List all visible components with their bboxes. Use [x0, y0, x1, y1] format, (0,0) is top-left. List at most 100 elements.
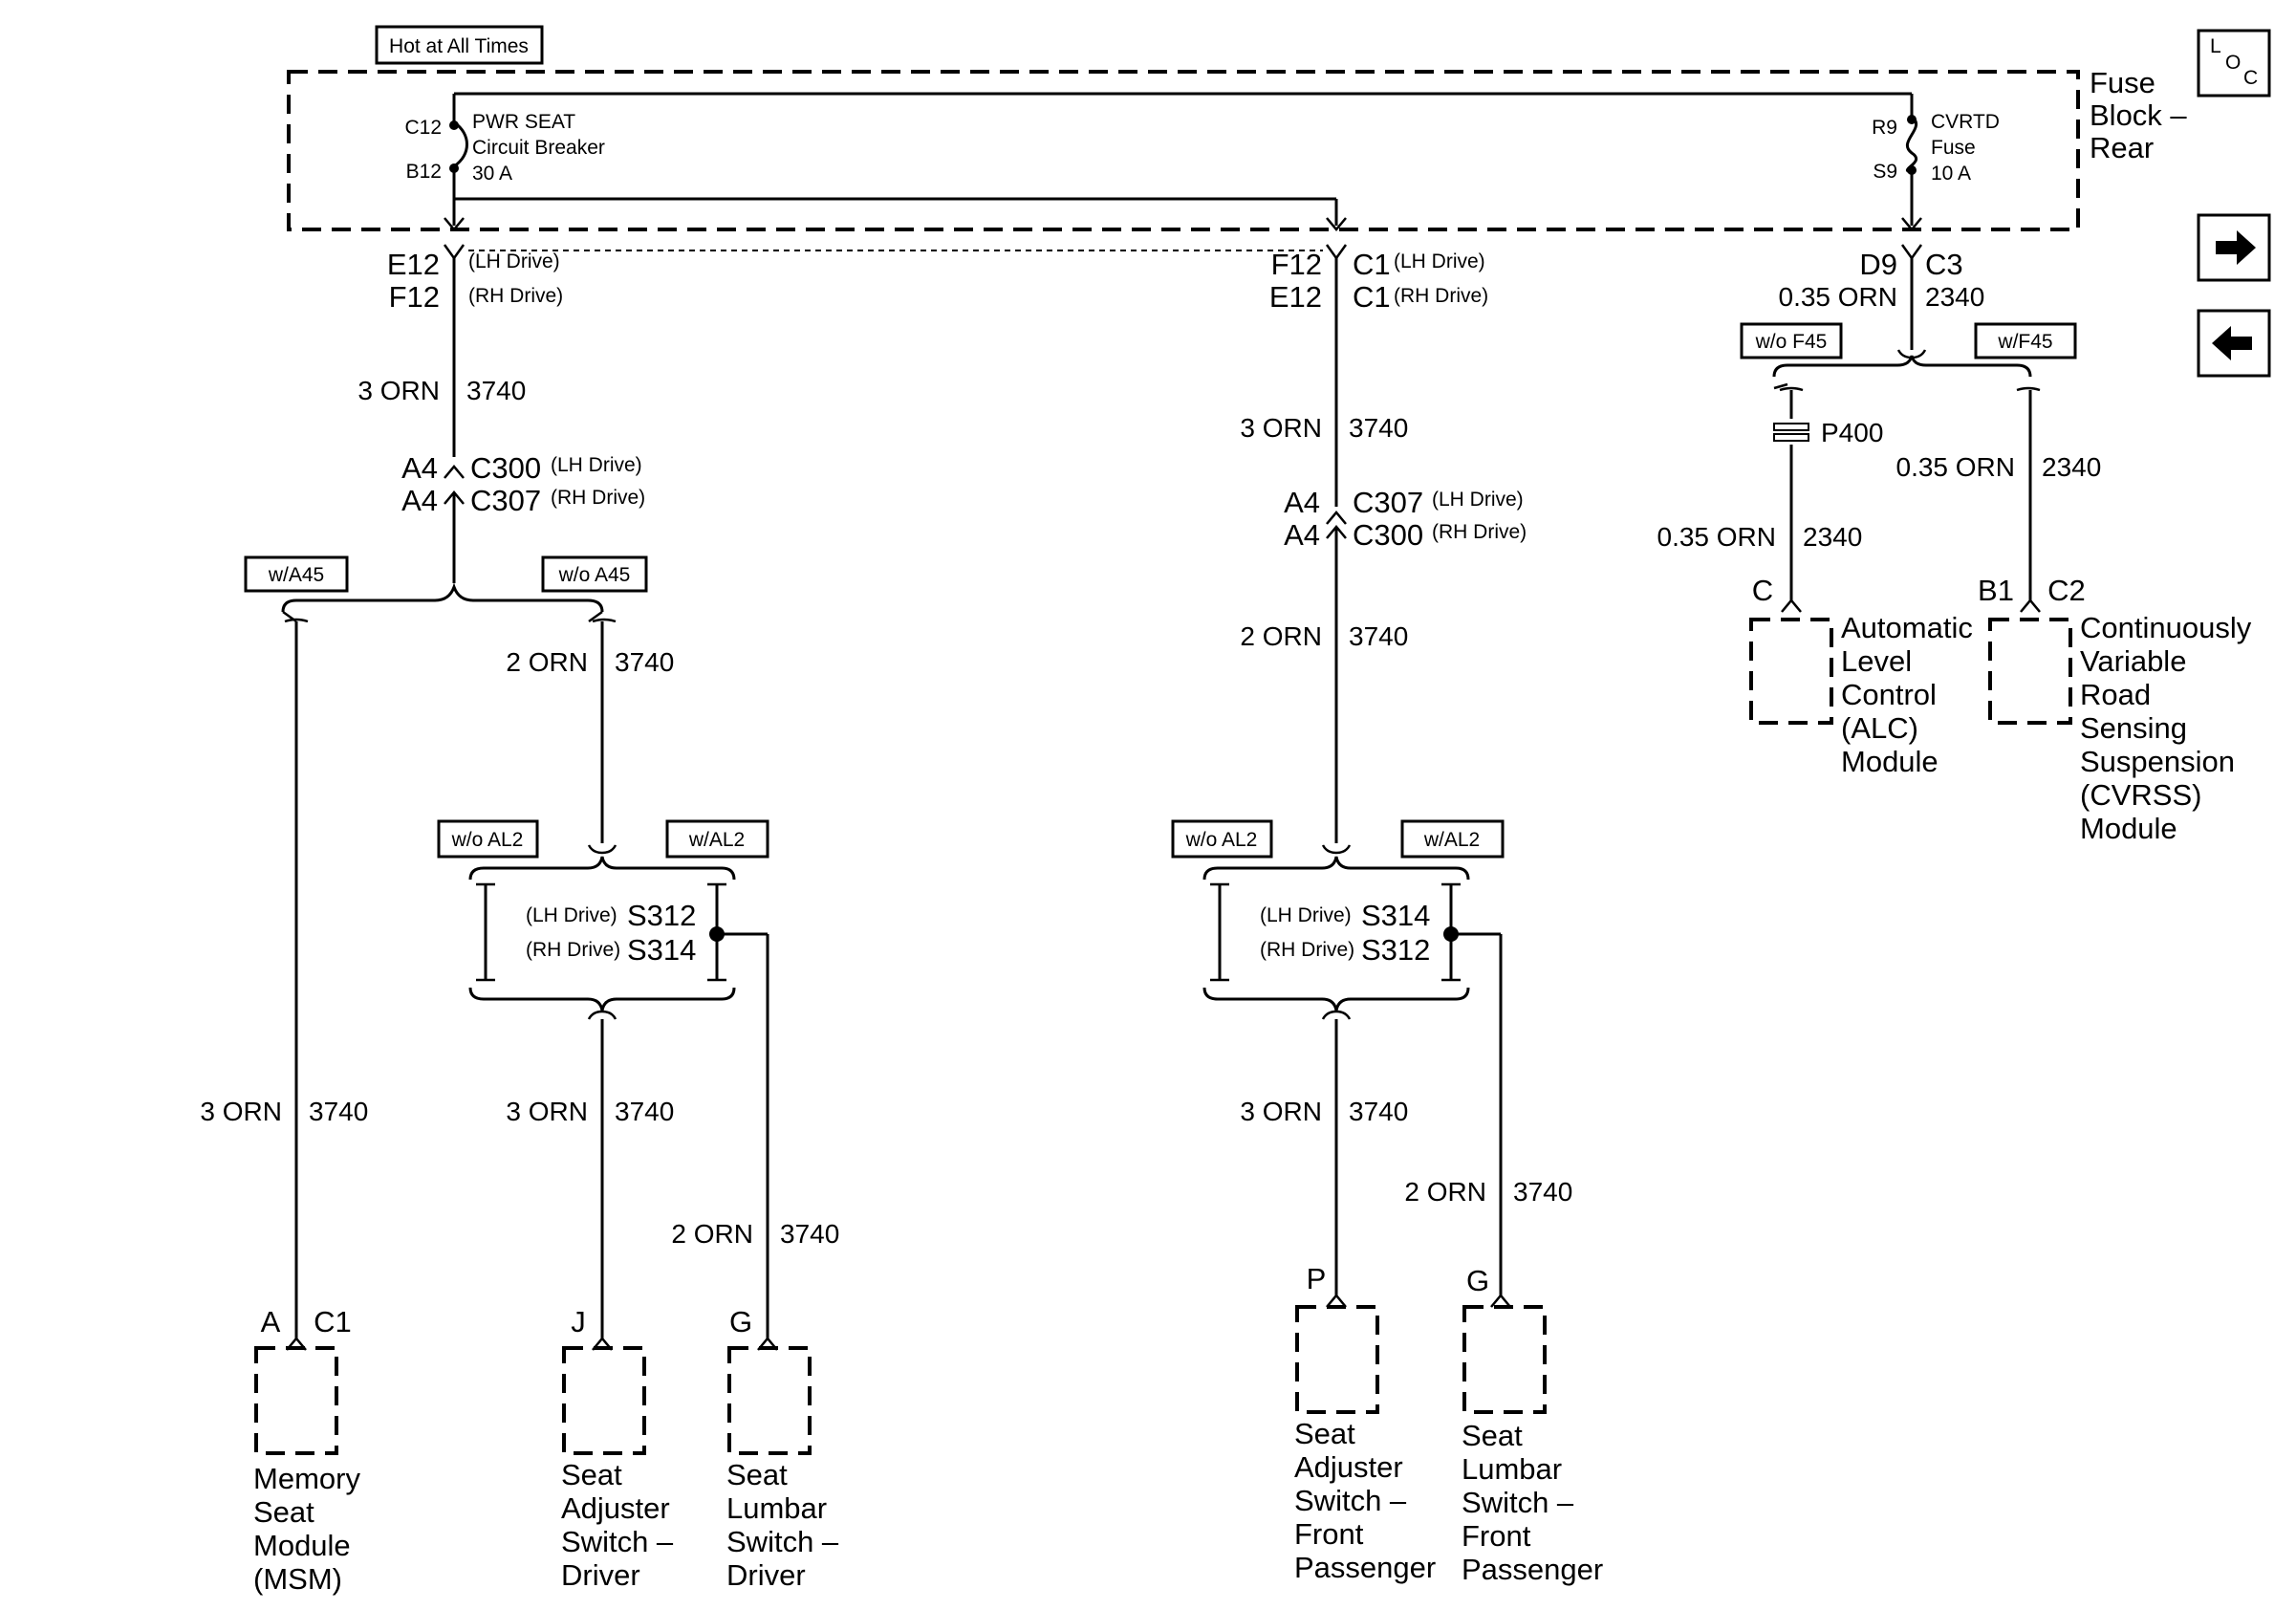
c307-pin2: A4	[1284, 518, 1320, 552]
adj-pas-line-2: Switch –	[1294, 1484, 1407, 1517]
wire-mid-1-label: 3 ORN 3740	[1240, 413, 1408, 443]
cvrss-module[interactable]: B1 C2 Continuously Variable Road Sensing…	[1978, 574, 2252, 845]
arrow-left-icon	[2212, 326, 2252, 360]
wire-lum-drv-circuit: 3740	[780, 1219, 839, 1249]
wire-alc-circuit: 2340	[1803, 522, 1862, 552]
lum-drv-pin: G	[729, 1305, 752, 1338]
hot-at-all-times-label: Hot at All Times	[375, 25, 544, 65]
option-al2-mid-tip	[1321, 844, 1352, 855]
splice-mid-s2: S312	[1361, 933, 1430, 967]
mid-conn-pin-b: E12	[1269, 280, 1322, 314]
option-brace-a45	[281, 582, 604, 613]
c307-note2: (RH Drive)	[1432, 521, 1527, 543]
wire-lum-drv-label: 2 ORN 3740	[671, 1219, 839, 1249]
adj-drv-line-1: Adjuster	[561, 1491, 670, 1525]
wire-adj-pas-circuit: 3740	[1349, 1097, 1408, 1126]
option-w-f45: w/F45	[1974, 322, 2077, 359]
option-w-a45: w/A45	[244, 555, 349, 593]
wire-left-2-color: 2 ORN	[506, 647, 588, 677]
adj-drv-line-0: Seat	[561, 1458, 622, 1491]
lum-pas-line-3: Front	[1462, 1519, 1531, 1553]
right-connector: D9 C3 0.35 ORN 2340	[1779, 244, 1984, 312]
splice-mid-note1: (LH Drive)	[1260, 904, 1352, 926]
msm-line-1: Seat	[253, 1495, 314, 1529]
wire-left-2-label: 2 ORN 3740	[506, 647, 674, 677]
memory-seat-module[interactable]: A C1 Memory Seat Module (MSM)	[253, 1305, 360, 1596]
pwr-seat-circuit-breaker: C12 B12 PWR SEAT Circuit Breaker 30 A	[404, 111, 604, 185]
alc-module[interactable]: C Automatic Level Control (ALC) Module	[1749, 574, 1973, 778]
seat-lumbar-switch-driver[interactable]: G Seat Lumbar Switch – Driver	[726, 1305, 839, 1592]
lum-drv-line-2: Switch –	[726, 1525, 839, 1558]
c300-note2: (RH Drive)	[551, 487, 645, 509]
loc-letter-o: O	[2225, 52, 2241, 74]
splice-mid-note2: (RH Drive)	[1260, 939, 1354, 961]
mid-conn-pin-a: F12	[1271, 248, 1322, 281]
right-conn-wire: 0.35 ORN	[1779, 282, 1898, 312]
msm-conn: C1	[314, 1305, 352, 1338]
option-wo-f45: w/o F45	[1740, 322, 1843, 359]
location-icon[interactable]: L O C	[2197, 29, 2271, 98]
wire-msm-color: 3 ORN	[200, 1097, 282, 1126]
wire-adj-drv-label: 3 ORN 3740	[506, 1097, 674, 1126]
lum-pas-line-2: Switch –	[1462, 1486, 1574, 1519]
wire-left-1-label: 3 ORN 3740	[357, 376, 526, 405]
cvrss-line-4: Suspension	[2080, 745, 2235, 778]
cvrss-conn: C2	[2047, 574, 2086, 607]
wire-alc-label: 0.35 ORN 2340	[1657, 522, 1863, 552]
seat-lumbar-switch-passenger[interactable]: G Seat Lumbar Switch – Front Passenger	[1462, 1264, 1603, 1586]
splice-mid-bottom-tip	[1321, 1010, 1352, 1020]
mid-connector: F12 E12 C1 C1 (LH Drive) (RH Drive)	[1269, 244, 1488, 314]
c307-pin1: A4	[1284, 486, 1320, 519]
cvrss-line-3: Sensing	[2080, 711, 2187, 745]
adj-drv-line-2: Switch –	[561, 1525, 674, 1558]
fuse-pin-bottom: S9	[1873, 161, 1897, 183]
c307-connector-mid: A4 A4 C307 C300 (LH Drive) (RH Drive)	[1284, 486, 1527, 843]
lum-pas-line-4: Passenger	[1462, 1553, 1603, 1586]
option-wo-f45-text: w/o F45	[1755, 331, 1828, 353]
seat-adjuster-switch-driver[interactable]: J Seat Adjuster Switch – Driver	[561, 1305, 674, 1592]
fuse-line1: CVRTD	[1931, 111, 2000, 133]
cvrss-line-0: Continuously	[2080, 611, 2252, 644]
cvrss-line-2: Road	[2080, 678, 2151, 711]
fuse-block-outline	[287, 70, 2080, 231]
msm-line-0: Memory	[253, 1462, 360, 1495]
wire-left-1-color: 3 ORN	[357, 376, 440, 405]
lum-drv-line-0: Seat	[726, 1458, 788, 1491]
prev-arrow-button[interactable]	[2197, 309, 2271, 378]
right-conn-c3: C3	[1925, 248, 1963, 281]
right-conn-circuit: 2340	[1925, 282, 1984, 312]
c307-conn2: C300	[1353, 518, 1423, 552]
cvrss-pin: B1	[1978, 574, 2014, 607]
lum-pas-line-1: Lumbar	[1462, 1452, 1562, 1486]
loc-letter-l: L	[2210, 35, 2221, 57]
splice-left-bottom-brace	[468, 987, 736, 1012]
splice-mid-bottom-brace	[1202, 987, 1470, 1012]
splice-left-note2: (RH Drive)	[526, 939, 620, 961]
wire-msm-circuit: 3740	[309, 1097, 368, 1126]
option-brace-al2-left	[468, 856, 736, 881]
seat-adjuster-switch-passenger[interactable]: P Seat Adjuster Switch – Front Passenger	[1294, 1262, 1436, 1584]
wire-lum-pas-label: 2 ORN 3740	[1404, 1177, 1572, 1207]
splice-left-s2: S314	[627, 933, 696, 967]
breaker-pin-top: C12	[404, 117, 442, 139]
option-brace-f45	[1772, 355, 2032, 378]
c300-note1: (LH Drive)	[551, 454, 642, 476]
wire-adj-pas-color: 3 ORN	[1240, 1097, 1322, 1126]
wire-lum-pas-color: 2 ORN	[1404, 1177, 1486, 1207]
option-wo-al2-left-text: w/o AL2	[451, 829, 524, 851]
wire-left-2-circuit: 3740	[615, 647, 674, 677]
wire-mid-2-label: 2 ORN 3740	[1240, 621, 1408, 651]
cvrss-branch-tip	[2016, 386, 2041, 392]
next-arrow-button[interactable]	[2197, 213, 2271, 282]
splice-left-bottom-tip	[587, 1010, 617, 1020]
fuse-block-line1: Fuse	[2090, 66, 2155, 99]
c300-conn2: C307	[470, 484, 541, 517]
wire-left-1-circuit: 3740	[466, 376, 526, 405]
mid-conn-note-a: (LH Drive)	[1394, 250, 1485, 272]
splice-left-s1: S312	[627, 899, 696, 932]
alc-line-0: Automatic	[1841, 611, 1973, 644]
option-al2-left-tip	[587, 844, 617, 855]
option-wo-al2-mid: w/o AL2	[1171, 819, 1273, 859]
splice-left: (LH Drive) S312 (RH Drive) S314	[476, 882, 769, 1338]
